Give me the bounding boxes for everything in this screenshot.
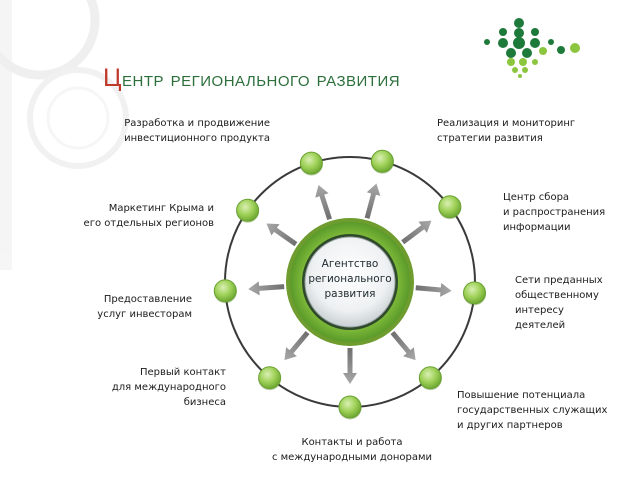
node-label-investor-services: Предоставление услуг инвесторам (97, 294, 192, 320)
node-label-strategy: Реализация и мониторинг стратегии развит… (437, 118, 576, 144)
node-donors (338, 395, 362, 420)
node-info-center (438, 195, 462, 220)
node-label-investment-product: Разработка и продвижение инвестиционного… (124, 118, 270, 144)
center-hub-label: Агентство регионального развития (308, 258, 392, 300)
node-networks (463, 281, 487, 306)
arrow-donors (343, 348, 357, 384)
node-capacity (418, 366, 442, 391)
arrow-networks (415, 282, 452, 297)
arrow-investor-services (248, 281, 285, 296)
arrow-investment-product (315, 184, 332, 221)
node-label-networks: Сети преданных общественному интересу де… (515, 275, 603, 331)
node-label-first-contact: Первый контакт для международного бизнес… (111, 367, 226, 408)
arrow-strategy (364, 183, 381, 219)
node-label-marketing: Маркетинг Крыма и его отдельных регионов (83, 203, 214, 229)
node-label-capacity: Повышение потенциала государственных слу… (457, 390, 608, 431)
dot-grid-logo (484, 18, 580, 78)
gray-rings-ornament (0, 0, 129, 270)
arrow-first-contact (284, 330, 310, 361)
title-rest: ентр регионального развития (122, 66, 401, 91)
node-label-donors: Контакты и работа с международными донор… (271, 437, 433, 463)
title-first-letter: Ц (103, 64, 122, 92)
node-label-info-center: Центр сбора и распространения информации (503, 192, 606, 233)
arrow-marketing (266, 223, 298, 247)
center-hub (286, 218, 414, 346)
node-investment-product (299, 151, 323, 176)
node-marketing (236, 198, 260, 223)
node-investor-services (213, 279, 237, 304)
node-strategy (370, 149, 394, 174)
arrow-capacity (390, 330, 416, 361)
node-first-contact (258, 366, 282, 391)
arrow-info-center (401, 220, 432, 245)
page-title: Центр регионального развития (103, 64, 400, 93)
